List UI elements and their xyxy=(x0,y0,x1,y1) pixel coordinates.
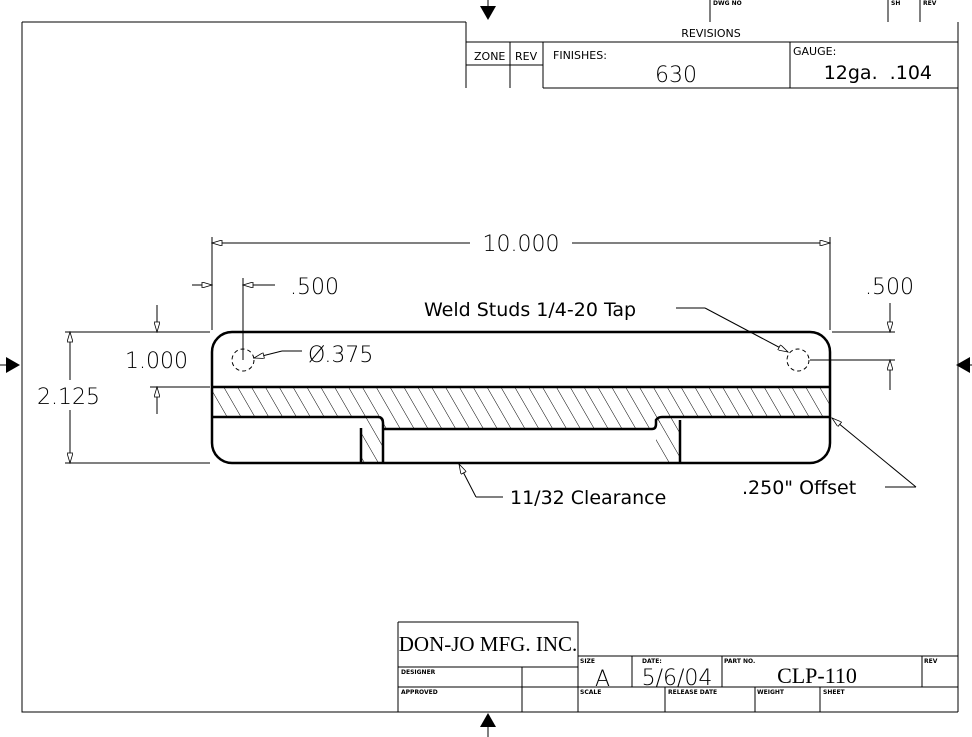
right-hole-offset-dim: .500 xyxy=(865,275,914,300)
offset-note: .250" Offset xyxy=(742,477,856,499)
dwg-no-label: DWG NO xyxy=(713,0,742,7)
gauge-label: GAUGE: xyxy=(793,45,836,58)
finishes-value: 630 xyxy=(655,63,697,88)
right-weld-stud-hole xyxy=(786,348,810,372)
title-rev-label: REV xyxy=(924,658,938,665)
hole-height-dim: 1.000 xyxy=(125,349,188,374)
approved-label: APPROVED xyxy=(401,689,438,696)
overall-length-dim: 10.000 xyxy=(483,232,560,257)
sh-label: SH xyxy=(891,0,900,7)
clearance-note: 11/32 Clearance xyxy=(510,487,666,509)
rev-label: REV xyxy=(923,0,937,7)
top-center-arrow-icon xyxy=(480,6,496,20)
date-label: DATE: xyxy=(642,658,662,665)
dimensions: 10.000 .500 .500 1.000 2.125 Ø.375 Weld … xyxy=(37,232,917,509)
release-date-label: RELEASE DATE xyxy=(668,689,717,696)
hole-diameter-dim: Ø.375 xyxy=(308,343,373,368)
size-label: SIZE xyxy=(580,658,595,665)
rev-column-label: REV xyxy=(515,50,538,63)
revisions-table: REVISIONS ZONE REV FINISHES: 630 GAUGE: … xyxy=(465,22,958,89)
date-value: 5/6/04 xyxy=(642,666,713,691)
right-center-arrow-icon xyxy=(956,357,970,373)
drawing-frame xyxy=(21,21,959,713)
gauge-value: 12ga. .104 xyxy=(824,62,932,84)
bottom-center-arrow-icon xyxy=(480,713,496,727)
zone-label: ZONE xyxy=(474,50,505,63)
part-no-label: PART NO. xyxy=(724,658,755,665)
weld-studs-note: Weld Studs 1/4-20 Tap xyxy=(424,299,636,321)
title-strip: DWG NO SH REV xyxy=(709,0,937,22)
size-value: A xyxy=(595,667,610,692)
part-view xyxy=(210,330,832,465)
scale-label: SCALE xyxy=(580,689,601,696)
sheet-label: SHEET xyxy=(823,689,846,696)
title-block: DON-JO MFG. INC. DESIGNER APPROVED SIZE … xyxy=(397,621,958,712)
company-name: DON-JO MFG. INC. xyxy=(399,632,578,656)
designer-label: DESIGNER xyxy=(401,669,436,676)
overall-height-dim: 2.125 xyxy=(37,385,100,410)
left-hole-offset-dim: .500 xyxy=(290,275,339,300)
left-center-arrow-icon xyxy=(6,357,20,373)
revisions-title: REVISIONS xyxy=(681,27,740,40)
weight-label: WEIGHT xyxy=(757,689,785,696)
finishes-label: FINISHES: xyxy=(553,49,607,62)
part-no-value: CLP-110 xyxy=(777,663,857,688)
